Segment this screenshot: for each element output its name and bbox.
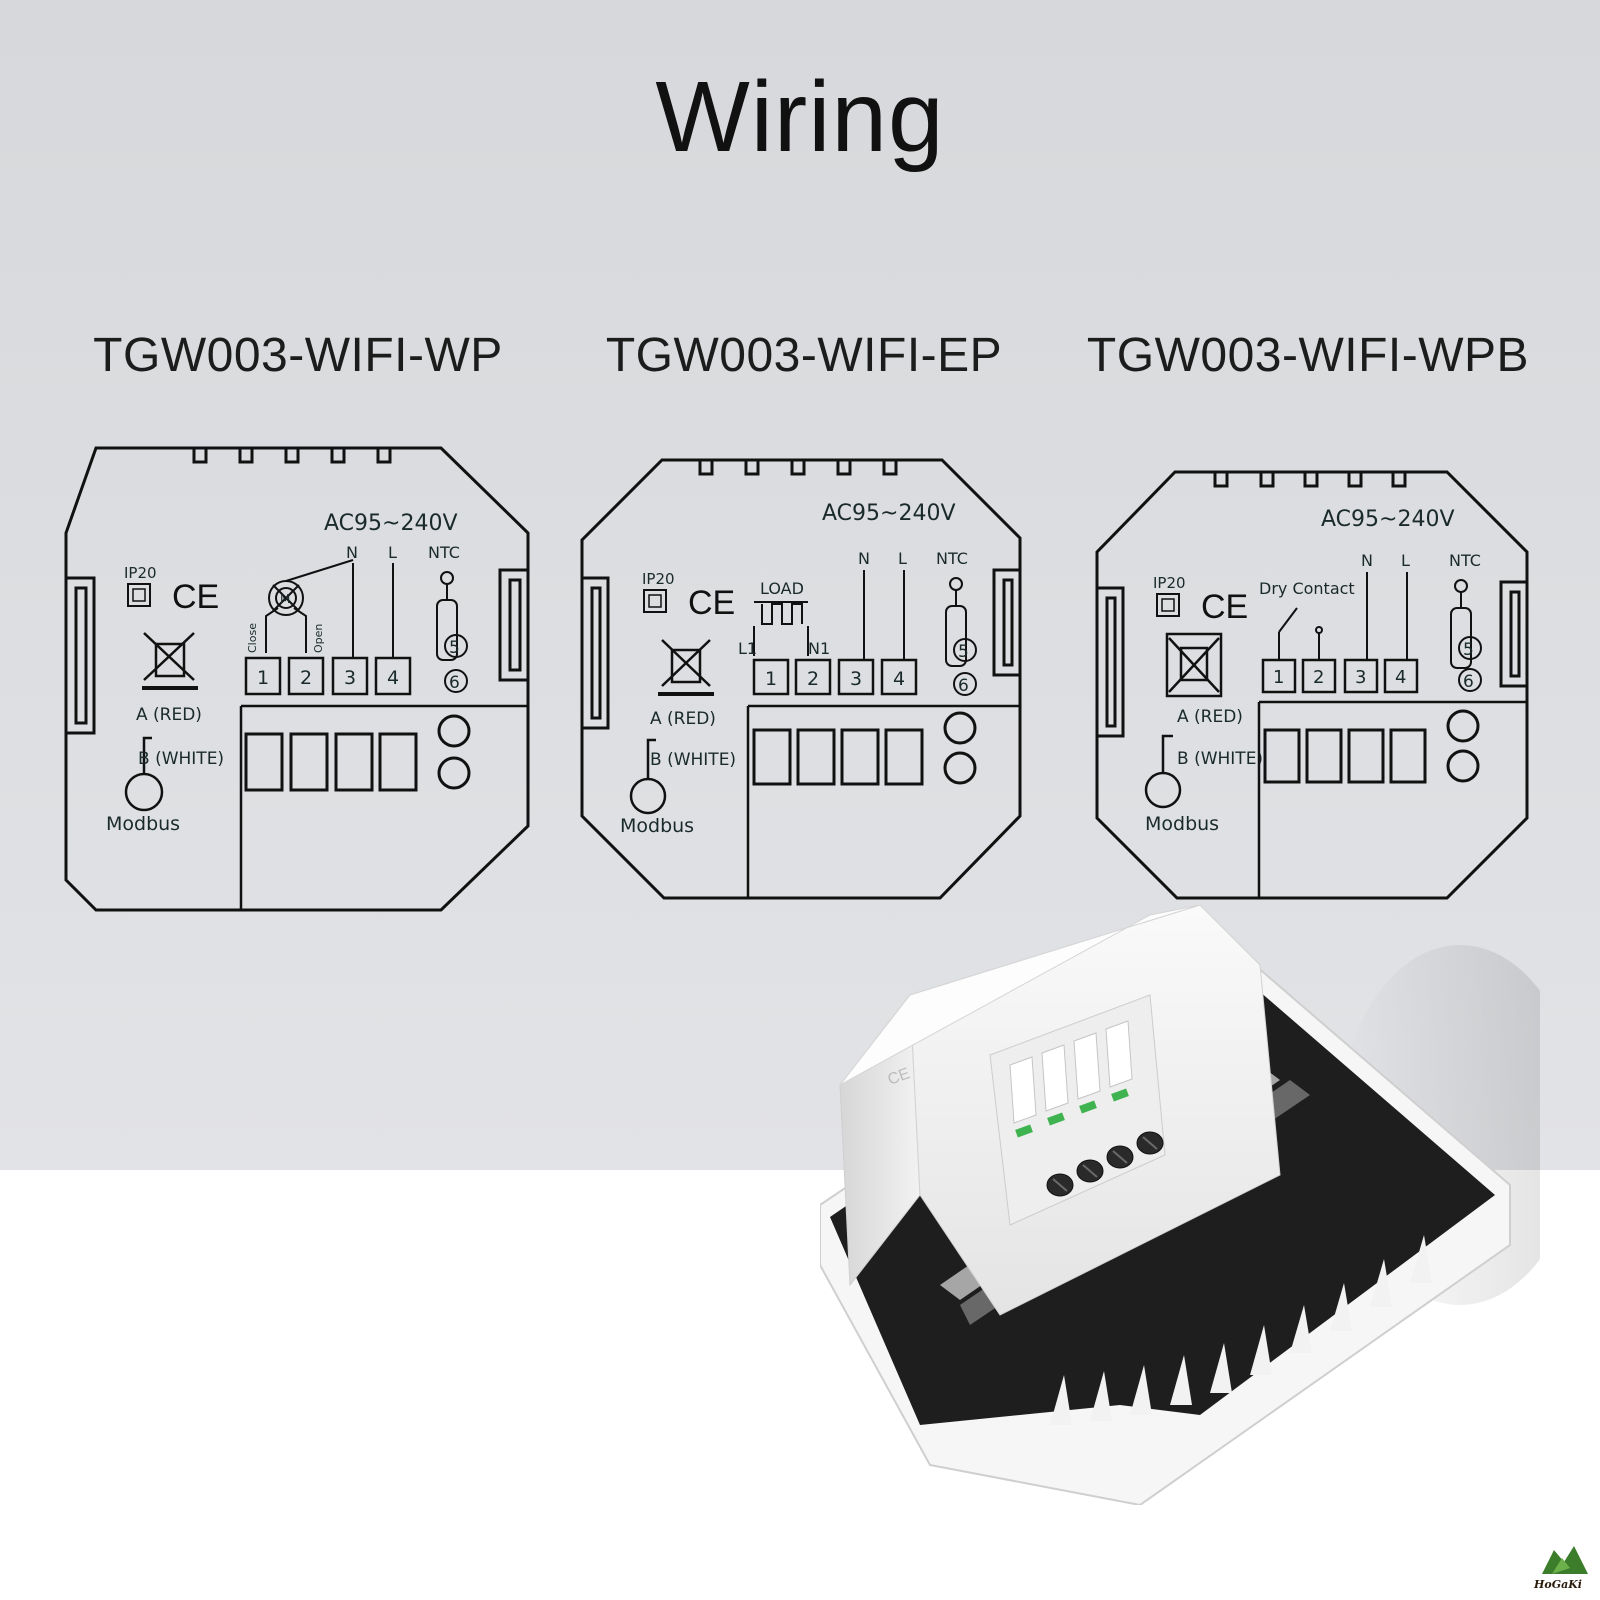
ntc-terminal-6: 6	[1463, 672, 1474, 692]
terminal-2: 2	[300, 667, 312, 689]
ip20-label: IP20	[124, 564, 157, 582]
ip20-square-icon	[1156, 593, 1180, 617]
ntc-terminal-5: 5	[1463, 640, 1474, 660]
terminal-3: 3	[850, 668, 862, 690]
voltage-label: AC95~240V	[1321, 507, 1455, 532]
motor-label: M	[280, 592, 290, 606]
voltage-label: AC95~240V	[324, 511, 458, 536]
terminal-1: 1	[765, 668, 777, 690]
terminal-slots	[1009, 1020, 1133, 1124]
wire-a-label: A (RED)	[650, 709, 716, 729]
page-title: Wiring	[655, 61, 945, 173]
top-tabs	[1213, 470, 1407, 488]
ip20-square-icon	[127, 583, 151, 607]
model-label-wpb: TGW003-WIFI-WPB	[1086, 329, 1530, 382]
weee-bin-icon	[1165, 632, 1223, 698]
terminal-n-label: N	[858, 549, 870, 568]
left-clip	[580, 576, 610, 730]
brand-logo-text: HoGaKi	[1534, 1578, 1582, 1591]
ntc-label: NTC	[1449, 551, 1481, 570]
right-clip	[1499, 580, 1529, 688]
green-terminal-clips	[1015, 1088, 1129, 1138]
dry-contact-label: Dry Contact	[1259, 579, 1355, 598]
terminal-4: 4	[387, 667, 399, 689]
thermostat-product-photo: CE	[819, 904, 1580, 1509]
ntc-label: NTC	[428, 543, 460, 562]
ntc-terminal-6: 6	[958, 676, 969, 696]
wire-b-label: B (WHITE)	[650, 750, 736, 770]
terminal-l-label: L	[388, 543, 397, 562]
terminal-block	[1261, 658, 1419, 694]
heating-load-icon	[753, 601, 809, 656]
terminal-3: 3	[344, 667, 356, 689]
wire-a-label: A (RED)	[1177, 707, 1243, 727]
model-label-ep: TGW003-WIFI-EP	[605, 329, 1003, 382]
open-label: Open	[312, 624, 325, 653]
model-label-wp: TGW003-WIFI-WP	[93, 329, 503, 382]
ntc-terminal-5: 5	[449, 638, 460, 658]
dry-contact-switch-icon	[1278, 607, 1323, 660]
modbus-antenna-icon	[646, 738, 656, 778]
top-tabs	[192, 446, 392, 464]
ce-mark-icon: CE	[1201, 588, 1248, 626]
terminal-3: 3	[1355, 667, 1366, 688]
left-clip	[64, 576, 96, 735]
right-clip	[498, 568, 530, 682]
top-tabs	[698, 458, 898, 476]
device-ce-mark-icon: CE	[886, 1065, 913, 1089]
load-label: LOAD	[760, 579, 804, 598]
vent-slots	[1050, 1235, 1432, 1425]
wire-b-label: B (WHITE)	[1177, 749, 1263, 769]
l1-label: L1	[738, 639, 757, 658]
wiring-diagram-wp: AC95~240V N L NTC 5 6 IP20 CE A (RED) B …	[64, 446, 530, 912]
terminal-block	[244, 656, 412, 696]
wire-b-label: B (WHITE)	[138, 749, 224, 769]
valve-motor-icon	[265, 559, 354, 653]
terminal-n-label: N	[1361, 551, 1373, 570]
ntc-sensor-icon	[1450, 579, 1482, 692]
close-label: Close	[246, 623, 259, 653]
terminal-l-label: L	[898, 549, 907, 568]
terminal-4: 4	[893, 668, 905, 690]
ip20-label: IP20	[1153, 574, 1186, 592]
wiring-diagram-wpb: AC95~240V N L NTC 5 6 IP20 CE A (RED) B …	[1095, 470, 1529, 900]
modbus-antenna-icon	[1161, 734, 1173, 772]
terminal-1: 1	[257, 667, 269, 689]
terminal-n-label: N	[346, 543, 358, 562]
n1-label: N1	[808, 639, 830, 658]
ntc-terminal-5: 5	[958, 642, 969, 662]
terminal-4: 4	[1395, 667, 1406, 688]
modbus-label: Modbus	[1145, 813, 1219, 835]
ip20-label: IP20	[642, 570, 675, 588]
modbus-antenna-icon	[142, 736, 152, 773]
ntc-label: NTC	[936, 549, 968, 568]
weee-bin-icon	[658, 639, 714, 696]
terminal-l-label: L	[1401, 551, 1410, 570]
ce-mark-icon: CE	[172, 578, 219, 616]
brand-logo-icon	[1536, 1540, 1594, 1594]
modbus-label: Modbus	[620, 815, 694, 837]
screw-terminals	[752, 711, 977, 786]
ntc-sensor-icon	[436, 571, 468, 693]
voltage-label: AC95~240V	[822, 501, 956, 526]
weee-bin-icon	[142, 632, 198, 690]
screw-terminals	[244, 714, 471, 792]
ntc-terminal-6: 6	[449, 673, 460, 693]
terminal-1: 1	[1273, 667, 1284, 688]
screw-terminals	[1263, 709, 1480, 784]
terminal-block	[752, 658, 918, 696]
right-clip	[992, 568, 1022, 677]
wiring-diagram-ep: AC95~240V N L NTC 5 6 IP20 CE A (RED) B …	[580, 458, 1022, 900]
wire-a-label: A (RED)	[136, 705, 202, 725]
terminal-2: 2	[807, 668, 819, 690]
ip20-square-icon	[643, 589, 667, 613]
terminal-2: 2	[1313, 667, 1324, 688]
modbus-label: Modbus	[106, 813, 180, 835]
ce-mark-icon: CE	[688, 584, 735, 622]
ntc-sensor-icon	[945, 577, 977, 696]
left-clip	[1095, 586, 1125, 738]
background-top	[0, 0, 1600, 1170]
